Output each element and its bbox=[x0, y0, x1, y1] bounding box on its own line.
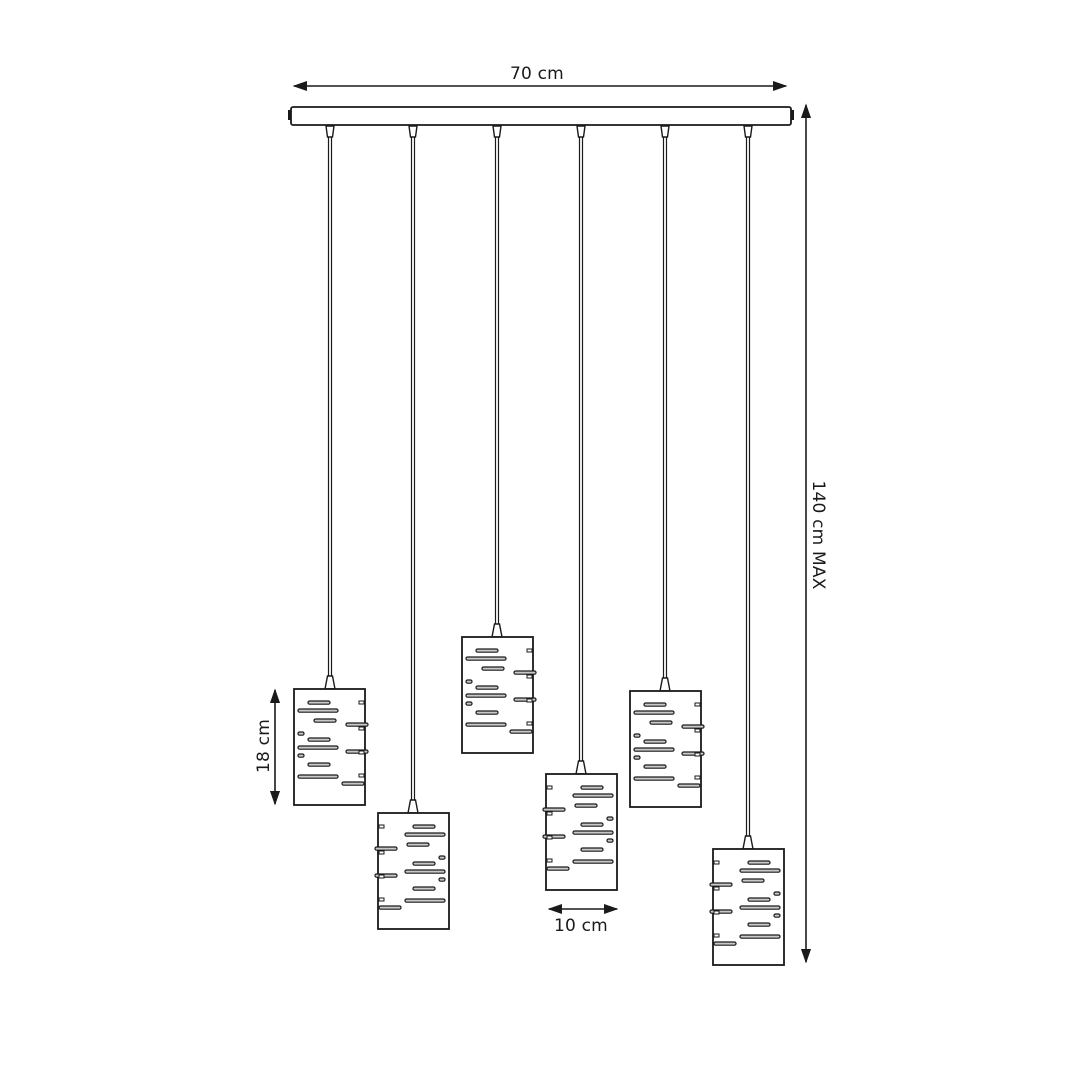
shade-width-label: 10 cm bbox=[554, 916, 608, 936]
shade-height-label: 18 cm bbox=[254, 719, 274, 773]
ceiling-canopy bbox=[288, 106, 794, 126]
max-height-label: 140 cm MAX bbox=[808, 480, 828, 590]
pendant-light-3 bbox=[461, 125, 537, 754]
pendant-light-5 bbox=[629, 125, 705, 808]
pendant-light-6 bbox=[709, 125, 785, 966]
canopy-width-label: 70 cm bbox=[510, 64, 564, 84]
pendant-light-2 bbox=[374, 125, 450, 930]
pendant-light-1 bbox=[293, 125, 369, 806]
pendant-light-4 bbox=[542, 125, 618, 891]
